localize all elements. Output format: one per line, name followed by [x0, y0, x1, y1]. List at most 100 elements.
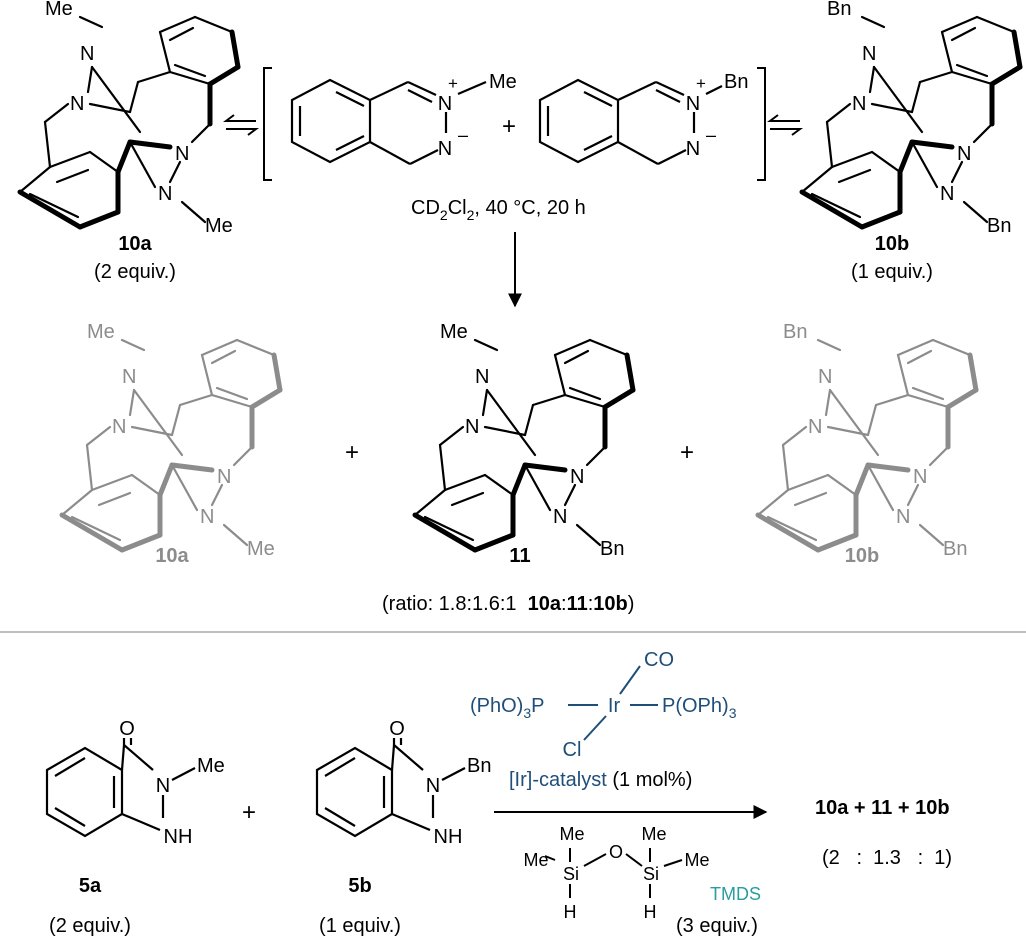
bond: [472, 532, 516, 553]
bond: [169, 462, 215, 473]
equiv-5a: (2 equiv.): [49, 915, 131, 937]
bond: [826, 425, 870, 437]
bond: [168, 160, 182, 184]
bond: [825, 102, 852, 124]
bond: [950, 26, 977, 42]
equilibrium-arrow-right: [767, 114, 803, 136]
tmds-h-1: H: [564, 902, 577, 922]
bond: [874, 393, 910, 407]
bond: [931, 338, 972, 357]
bond: [485, 388, 537, 457]
sm-5a-structure: [45, 738, 196, 838]
substituent-upper: Me: [87, 321, 115, 343]
bond: [48, 150, 92, 169]
bond: [59, 512, 125, 553]
bond: [950, 70, 994, 86]
bond: [866, 403, 878, 437]
bond: [136, 70, 172, 84]
bond: [870, 150, 902, 174]
bond: [97, 491, 132, 507]
plus-mid-2: +: [680, 439, 694, 466]
bond: [799, 189, 865, 230]
bond: [130, 425, 174, 437]
bond: [158, 15, 197, 34]
atom-n: N: [818, 366, 832, 388]
bond: [866, 463, 895, 512]
atom-n: N: [570, 466, 584, 488]
bond: [918, 523, 945, 547]
bond: [115, 139, 133, 175]
label-10b-top: 10b: [875, 233, 909, 255]
bond: [950, 160, 964, 184]
tmds-o: O: [609, 842, 623, 862]
atom-n: N: [175, 143, 189, 165]
bond: [170, 463, 199, 512]
5a-nh: NH: [164, 826, 193, 848]
charge-plus-bn: +: [696, 74, 706, 93]
bond: [940, 30, 954, 74]
bond: [766, 515, 818, 542]
bond: [928, 445, 950, 467]
bond: [85, 425, 112, 447]
bond: [906, 483, 920, 507]
bond: [940, 15, 979, 34]
atom-n: N: [808, 416, 822, 438]
bond: [585, 445, 607, 467]
bond: [955, 63, 989, 78]
bond: [868, 65, 876, 94]
bond: [853, 462, 871, 498]
atom-n-plus: N: [438, 93, 452, 115]
atom-n: N: [465, 416, 479, 438]
bond: [90, 473, 134, 492]
bond: [756, 488, 790, 517]
bond: [180, 200, 207, 224]
bond: [232, 445, 254, 467]
bond: [17, 189, 83, 230]
substituent-lower: Bn: [987, 215, 1011, 237]
bond: [860, 15, 886, 29]
catalyst-bonds: [568, 665, 658, 741]
bond: [215, 386, 249, 401]
bond: [531, 393, 567, 407]
bond: [481, 388, 489, 417]
atom-n: N: [200, 506, 214, 528]
bond: [800, 165, 834, 194]
bond: [88, 150, 120, 174]
atom-n: N: [913, 466, 927, 488]
5b-oxygen: O: [389, 718, 405, 740]
equiv-5b: (1 equiv.): [319, 915, 401, 937]
bond: [810, 192, 862, 219]
bond: [910, 140, 939, 189]
bond: [170, 403, 182, 437]
bond: [828, 388, 880, 457]
equilibrium-arrow-left: [223, 114, 259, 136]
bond: [897, 139, 915, 175]
bond: [588, 338, 629, 357]
bond: [602, 387, 636, 410]
ratio-line: (ratio: 1.8:1.6:1 10a:11:10b): [382, 593, 634, 615]
bond: [837, 168, 872, 184]
bond: [918, 70, 954, 84]
bond: [200, 338, 239, 357]
atom-n: N: [80, 43, 94, 65]
5a-sub: Me: [197, 755, 225, 777]
bond: [127, 139, 173, 150]
bond: [158, 30, 172, 74]
bond: [989, 64, 1023, 87]
atom-n: N: [217, 466, 231, 488]
substituent-upper: Me: [440, 321, 468, 343]
bond: [249, 387, 283, 410]
bond: [896, 353, 910, 397]
bond: [190, 122, 212, 144]
bond: [510, 462, 528, 498]
label-10a-top: 10a: [118, 233, 152, 255]
bond: [563, 393, 607, 409]
bond: [824, 388, 832, 417]
5b-nitrogen: N: [426, 775, 440, 797]
bond: [483, 473, 515, 497]
catalyst-caption: [Ir]-catalyst (1 mol%): [509, 769, 692, 791]
bond: [553, 338, 592, 357]
bond: [90, 65, 142, 134]
